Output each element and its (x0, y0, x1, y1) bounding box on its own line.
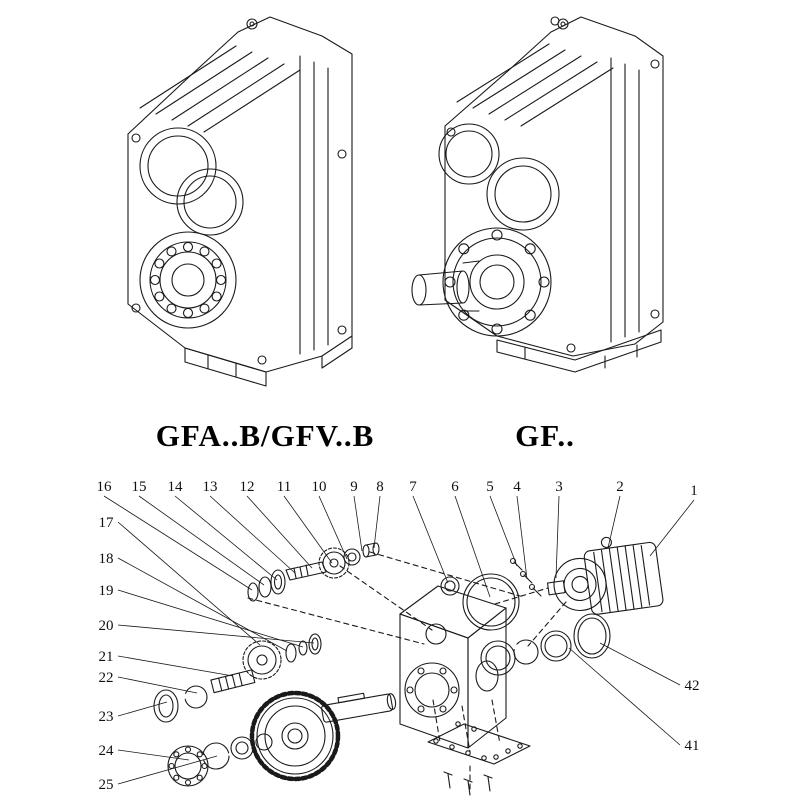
callout-19: 19 (99, 583, 114, 599)
callout-24: 24 (99, 743, 115, 759)
callout-12: 12 (240, 479, 255, 495)
callout-16: 16 (97, 479, 113, 495)
callout-20: 20 (99, 618, 114, 634)
gfab-bores (139, 127, 244, 236)
callout-11: 11 (277, 479, 291, 495)
gfab-output-bearing (139, 231, 237, 329)
input-side-parts (440, 557, 542, 631)
gfab-foot (184, 335, 353, 387)
ring-set (480, 613, 611, 676)
callout-18: 18 (99, 551, 114, 567)
gasket (427, 721, 531, 765)
callout-7: 7 (409, 479, 417, 495)
callout-17: 17 (99, 515, 115, 531)
callout-4: 4 (513, 479, 521, 495)
gf-base (496, 329, 662, 373)
callout-1: 1 (690, 483, 698, 499)
gearbox-drawing-gfab (90, 4, 400, 404)
motor-unit (546, 536, 664, 615)
gf-output-shaft (411, 260, 480, 312)
callout-9: 9 (350, 479, 358, 495)
callouts-left-column: 17 18 19 20 21 22 23 24 25 (99, 515, 115, 793)
model-label-left: GFA..B/GFV..B (155, 418, 375, 453)
callout-22: 22 (99, 670, 114, 686)
callout-10: 10 (312, 479, 327, 495)
callout-13: 13 (203, 479, 218, 495)
output-assembly (167, 690, 397, 787)
gf-output-flange (442, 227, 552, 337)
callout-2: 2 (616, 479, 624, 495)
callouts-top-row: 16 15 14 13 12 11 10 9 8 7 6 5 4 3 2 1 (97, 479, 698, 499)
callout-6: 6 (451, 479, 459, 495)
gfab-housing (127, 16, 353, 373)
callout-21: 21 (99, 649, 114, 665)
callout-5: 5 (486, 479, 494, 495)
callout-3: 3 (555, 479, 563, 495)
bolts (443, 771, 493, 796)
callout-42: 42 (685, 678, 700, 694)
callout-8: 8 (376, 479, 384, 495)
gearbox-gfab-svg (127, 16, 353, 387)
leader-lines (103, 495, 695, 785)
callout-41: 41 (685, 738, 700, 754)
gearbox-drawing-gf (405, 4, 715, 404)
callout-23: 23 (99, 709, 114, 725)
gf-bores (438, 123, 560, 231)
axis-lines (247, 551, 567, 791)
gearbox-gf-svg (411, 16, 664, 373)
callout-25: 25 (99, 777, 114, 793)
callouts-right-column: 42 41 (685, 678, 700, 754)
housing (399, 585, 507, 749)
gf-housing (444, 16, 664, 357)
intermediate-assembly (153, 633, 322, 723)
callout-14: 14 (168, 479, 184, 495)
callout-15: 15 (132, 479, 147, 495)
model-label-right: GF.. (515, 418, 575, 453)
pinion-assembly (247, 542, 380, 602)
